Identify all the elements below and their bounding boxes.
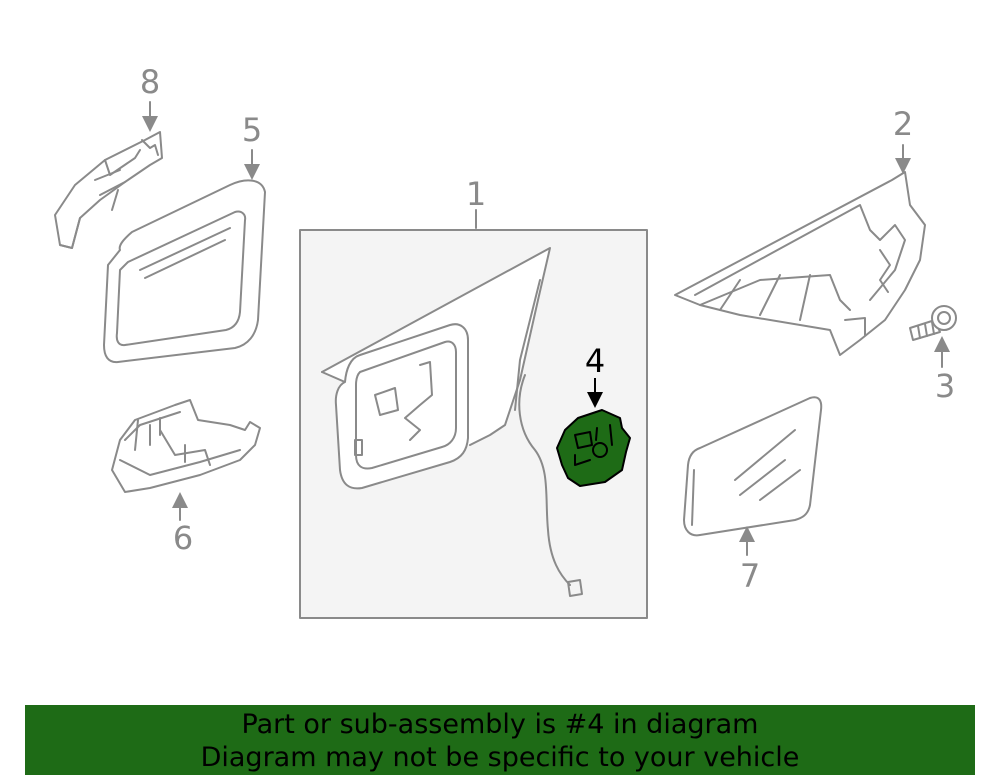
part-4-actuator-plate	[556, 409, 631, 487]
callout-8[interactable]: 8	[139, 63, 161, 101]
part-6-cover	[111, 399, 261, 493]
part-5-frame	[103, 179, 266, 364]
callout-7[interactable]: 7	[739, 557, 761, 595]
banner-line-2: Diagram may not be specific to your vehi…	[200, 742, 800, 773]
callout-6[interactable]: 6	[172, 519, 194, 557]
parts-diagram	[54, 101, 957, 619]
part-7-glass	[683, 396, 823, 537]
callout-1[interactable]: 1	[465, 175, 487, 213]
callout-5[interactable]: 5	[241, 111, 263, 149]
info-banner: Part or sub-assembly is #4 in diagram Di…	[25, 705, 975, 775]
part-2-base	[674, 171, 926, 356]
part-8-bracket	[54, 131, 163, 249]
part-3-screw	[909, 305, 957, 341]
callout-3[interactable]: 3	[934, 367, 956, 405]
part-1-housing	[321, 247, 551, 490]
callout-4[interactable]: 4	[584, 342, 606, 380]
banner-line-1: Part or sub-assembly is #4 in diagram	[241, 709, 759, 740]
part-1-wire	[518, 374, 583, 597]
callout-2[interactable]: 2	[892, 105, 914, 143]
